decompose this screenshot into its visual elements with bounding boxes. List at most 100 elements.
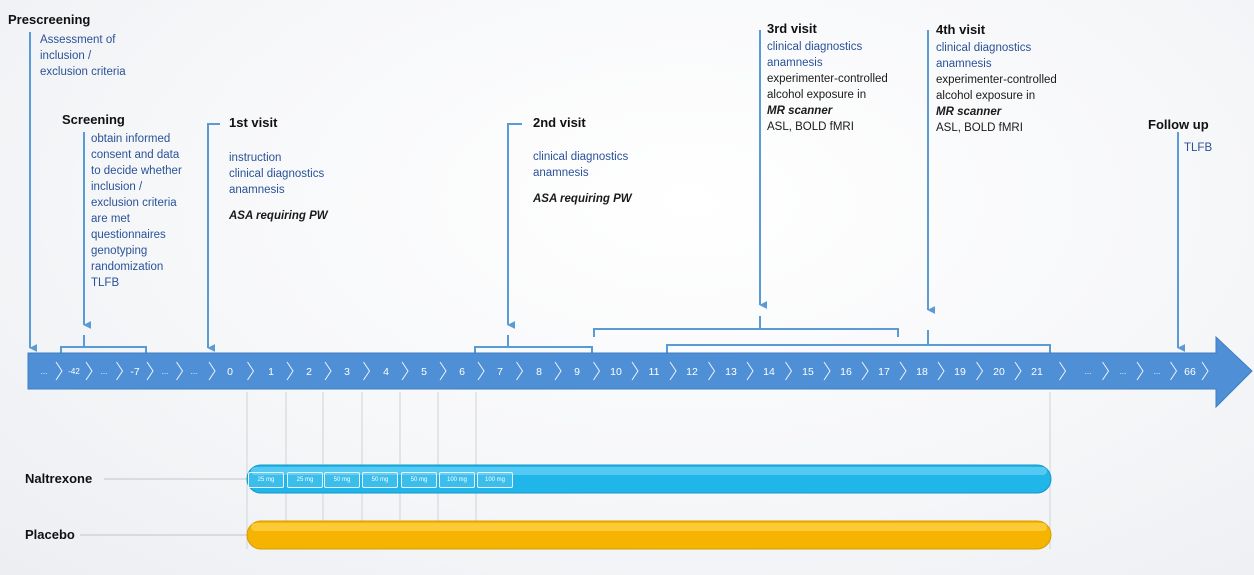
axis-chevron <box>516 361 524 381</box>
phase-title-visit1: 1st visit <box>229 115 278 130</box>
phase-title-visit2: 2nd visit <box>533 115 586 130</box>
axis-tick-label: 19 <box>954 366 966 378</box>
axis-chevron <box>1136 361 1144 381</box>
axis-tick-label: 21 <box>1031 366 1043 378</box>
axis-chevron <box>324 361 332 381</box>
axis-chevron <box>554 361 562 381</box>
axis-chevron <box>208 361 216 381</box>
axis-tick-label: 16 <box>840 366 852 378</box>
phase-detail-line: clinical diagnostics <box>936 42 1032 54</box>
phase-detail-line: to decide whether <box>91 165 182 177</box>
axis-chevron <box>439 361 447 381</box>
axis-tick-label: ... <box>1084 367 1092 376</box>
phase-detail-line: alcohol exposure in <box>936 90 1036 102</box>
phase-detail-line: ASL, BOLD fMRI <box>936 122 1023 134</box>
phase-detail-line: anamnesis <box>229 184 285 196</box>
phase-title-prescreening: Prescreening <box>8 12 91 27</box>
phase-detail-line: clinical diagnostics <box>533 151 629 163</box>
axis-tick-label: 3 <box>344 366 350 378</box>
axis-tick-label: 66 <box>1184 366 1196 378</box>
phase-detail-line: experimenter-controlled <box>767 73 888 85</box>
axis-tick-label: -42 <box>68 367 80 376</box>
axis-chevron <box>708 361 716 381</box>
phase-detail-line: obtain informed <box>91 133 171 145</box>
axis-chevron <box>1170 361 1178 381</box>
axis-tick-label: ... <box>100 367 108 376</box>
phase-details-screening: obtain informed consent and data to decide… <box>91 131 182 291</box>
phase-detail-line: consent and data <box>91 149 180 161</box>
axis-chevron <box>937 361 945 381</box>
axis-chevron <box>286 361 294 381</box>
naltrexone-dose-step: 50 mg <box>401 472 437 488</box>
axis-tick-label: 5 <box>421 366 427 378</box>
axis-chevron <box>363 361 371 381</box>
axis-tick-label: ... <box>190 367 198 376</box>
axis-tick-label: 9 <box>574 366 580 378</box>
axis-chevron <box>899 361 907 381</box>
phase-detail-line: experimenter-controlled <box>936 74 1057 86</box>
phase-detail-line <box>533 181 632 191</box>
label-placebo: Placebo <box>25 527 75 542</box>
axis-tick-label: 12 <box>686 366 698 378</box>
phase-detail-line: ASA requiring PW <box>229 210 328 222</box>
arrow-visit2 <box>507 123 522 329</box>
phase-title-screening: Screening <box>62 112 125 127</box>
naltrexone-dose-step: 50 mg <box>362 472 398 488</box>
axis-chevron <box>746 361 754 381</box>
phase-detail-line: inclusion / <box>40 50 92 62</box>
axis-chevron <box>976 361 984 381</box>
phase-detail-line: questionnaires <box>91 229 166 241</box>
axis-tick-label: -7 <box>130 366 140 378</box>
axis-chevron <box>669 361 677 381</box>
phase-detail-line: alcohol exposure in <box>767 89 867 101</box>
axis-tick-label: 15 <box>802 366 814 378</box>
arrow-visit1 <box>207 123 220 352</box>
phase-detail-line: anamnesis <box>533 167 589 179</box>
axis-chevron <box>631 361 639 381</box>
phase-detail-line: MR scanner <box>936 106 1002 118</box>
phase-detail-line: exclusion criteria <box>91 197 177 209</box>
axis-tick-label: 13 <box>725 366 737 378</box>
phase-detail-line: TLFB <box>1184 142 1213 154</box>
naltrexone-dose-step: 25 mg <box>248 472 284 488</box>
axis-tick-label: 0 <box>227 366 233 378</box>
axis-tick-label: 2 <box>306 366 312 378</box>
phase-detail-line: ASA requiring PW <box>533 193 632 205</box>
phase-detail-line: Assessment of <box>40 34 116 46</box>
axis-tick-label: ... <box>1153 367 1161 376</box>
axis-chevron <box>823 361 831 381</box>
axis-tick-label: 17 <box>878 366 890 378</box>
phase-title-visit4: 4th visit <box>936 22 986 37</box>
axis-chevron <box>861 361 869 381</box>
axis-tick-label: 7 <box>497 366 503 378</box>
phase-detail-line: instruction <box>229 152 282 164</box>
label-naltrexone: Naltrexone <box>25 471 93 486</box>
bracket-visit2 <box>474 335 593 353</box>
axis-chevron <box>55 361 63 381</box>
axis-chevron <box>785 361 793 381</box>
axis-chevron <box>116 361 124 381</box>
timeline-axis-arrow <box>27 335 1253 409</box>
axis-tick-label: 18 <box>916 366 928 378</box>
phase-detail-line: TLFB <box>91 277 120 289</box>
axis-tick-label: 6 <box>459 366 465 378</box>
axis-tick-label: ... <box>1119 367 1127 376</box>
phase-detail-line: anamnesis <box>767 57 823 69</box>
phase-title-followup: Follow up <box>1148 117 1209 132</box>
axis-chevron <box>401 361 409 381</box>
phase-detail-line: genotyping <box>91 245 148 257</box>
axis-chevron <box>1102 361 1110 381</box>
axis-chevron <box>1059 361 1067 381</box>
naltrexone-dose-step: 100 mg <box>477 472 513 488</box>
axis-chevron <box>477 361 485 381</box>
axis-chevron <box>146 361 154 381</box>
phase-detail-line: MR scanner <box>767 105 833 117</box>
axis-tick-label: 10 <box>610 366 622 378</box>
